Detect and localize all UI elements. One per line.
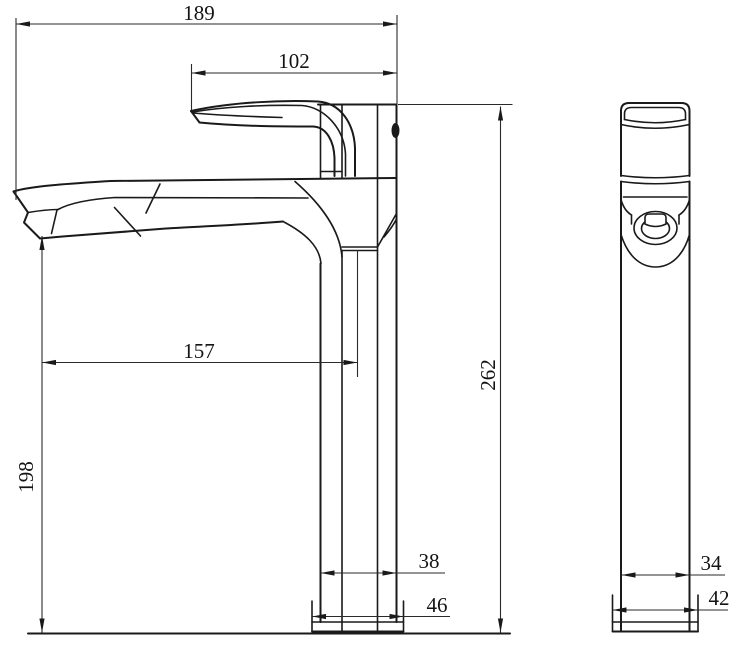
arrowhead-down: [39, 618, 45, 633]
arrowhead-left: [312, 613, 326, 620]
dimension-label: 198: [14, 461, 38, 493]
spout-axis-tick: [113, 206, 142, 237]
dimension-label: 157: [183, 339, 215, 363]
dimension-spout-reach-157: 157: [42, 250, 359, 377]
handle-index-dot: [391, 123, 400, 138]
arrowhead-up: [497, 106, 504, 121]
fairing-arc-inner: [282, 220, 322, 265]
arrowhead-left: [612, 607, 627, 613]
body-right-fairing-line: [376, 212, 398, 248]
lever-facet-line-1: [192, 104, 347, 177]
dimension-handle-length-102: 102: [190, 49, 397, 110]
handle-seam-lower: [620, 180, 691, 185]
spout-mid-line: [57, 196, 309, 211]
lever-top-edge: [190, 100, 356, 177]
housing-chamfer-right: [678, 198, 691, 216]
arrowhead-up: [39, 236, 45, 250]
dimension-label: 42: [709, 586, 730, 610]
dimension-column-width-34: 34: [621, 551, 725, 578]
arrowhead-down: [497, 618, 504, 633]
handle-cap-pill-curve: [623, 118, 687, 124]
dimension-label: 34: [701, 551, 723, 575]
dimension-label: 102: [278, 49, 310, 73]
arrowhead-left: [42, 359, 56, 366]
side-view: [12, 100, 511, 635]
arrowhead-right: [382, 570, 397, 576]
handle-cap-band-curve: [620, 123, 691, 130]
arrowhead-left: [621, 572, 636, 578]
arrowhead-right: [383, 70, 397, 76]
dimension-label: 38: [419, 549, 440, 573]
dimension-total-length-189: 189: [15, 1, 398, 200]
handle-cap-inner-pill: [623, 106, 687, 121]
arrowhead-left: [16, 21, 30, 27]
arrowhead-left: [320, 570, 335, 576]
spout-facet-line: [145, 183, 161, 214]
spout-top-edge: [12, 177, 398, 193]
dimension-label: 262: [476, 359, 500, 391]
arrowhead-right: [675, 572, 690, 578]
dimension-label: 46: [427, 593, 448, 617]
lever-bottom-edge: [190, 110, 336, 177]
dimension-spout-height-198: 198: [14, 236, 45, 633]
front-view: [611, 102, 699, 633]
dimension-total-height-262: 262: [398, 103, 513, 633]
fairing-arc-outer: [294, 180, 343, 258]
aerator-top-edge: [27, 208, 59, 214]
body-right-fairing-arc: [383, 218, 398, 238]
spout-bottom-edge: [61, 220, 284, 238]
dimension-base-width-46: 46: [312, 593, 450, 620]
dimension-front-base-width-42: 42: [612, 586, 730, 613]
arrowhead-right: [389, 613, 404, 620]
spout-outlet-outer-ellipse: [633, 210, 678, 246]
arrowhead-right: [383, 21, 397, 27]
aerator-crease: [50, 209, 58, 235]
handle-cap-outline: [620, 102, 691, 177]
lever-facet-line-2: [192, 112, 283, 119]
housing-bottom-arc: [620, 233, 691, 268]
arrowhead-left: [191, 70, 206, 76]
arrowhead-right: [343, 359, 358, 366]
dimension-body-width-38: 38: [320, 549, 445, 576]
arrowhead-right: [684, 607, 698, 613]
dimension-label: 189: [183, 1, 215, 25]
housing-chamfer-left: [620, 198, 633, 216]
dimensions: 189 102 157 198 262: [14, 1, 730, 633]
handle-seam-upper: [620, 174, 691, 179]
spout-outlet-nub: [644, 213, 667, 228]
aerator-outline: [23, 211, 64, 240]
